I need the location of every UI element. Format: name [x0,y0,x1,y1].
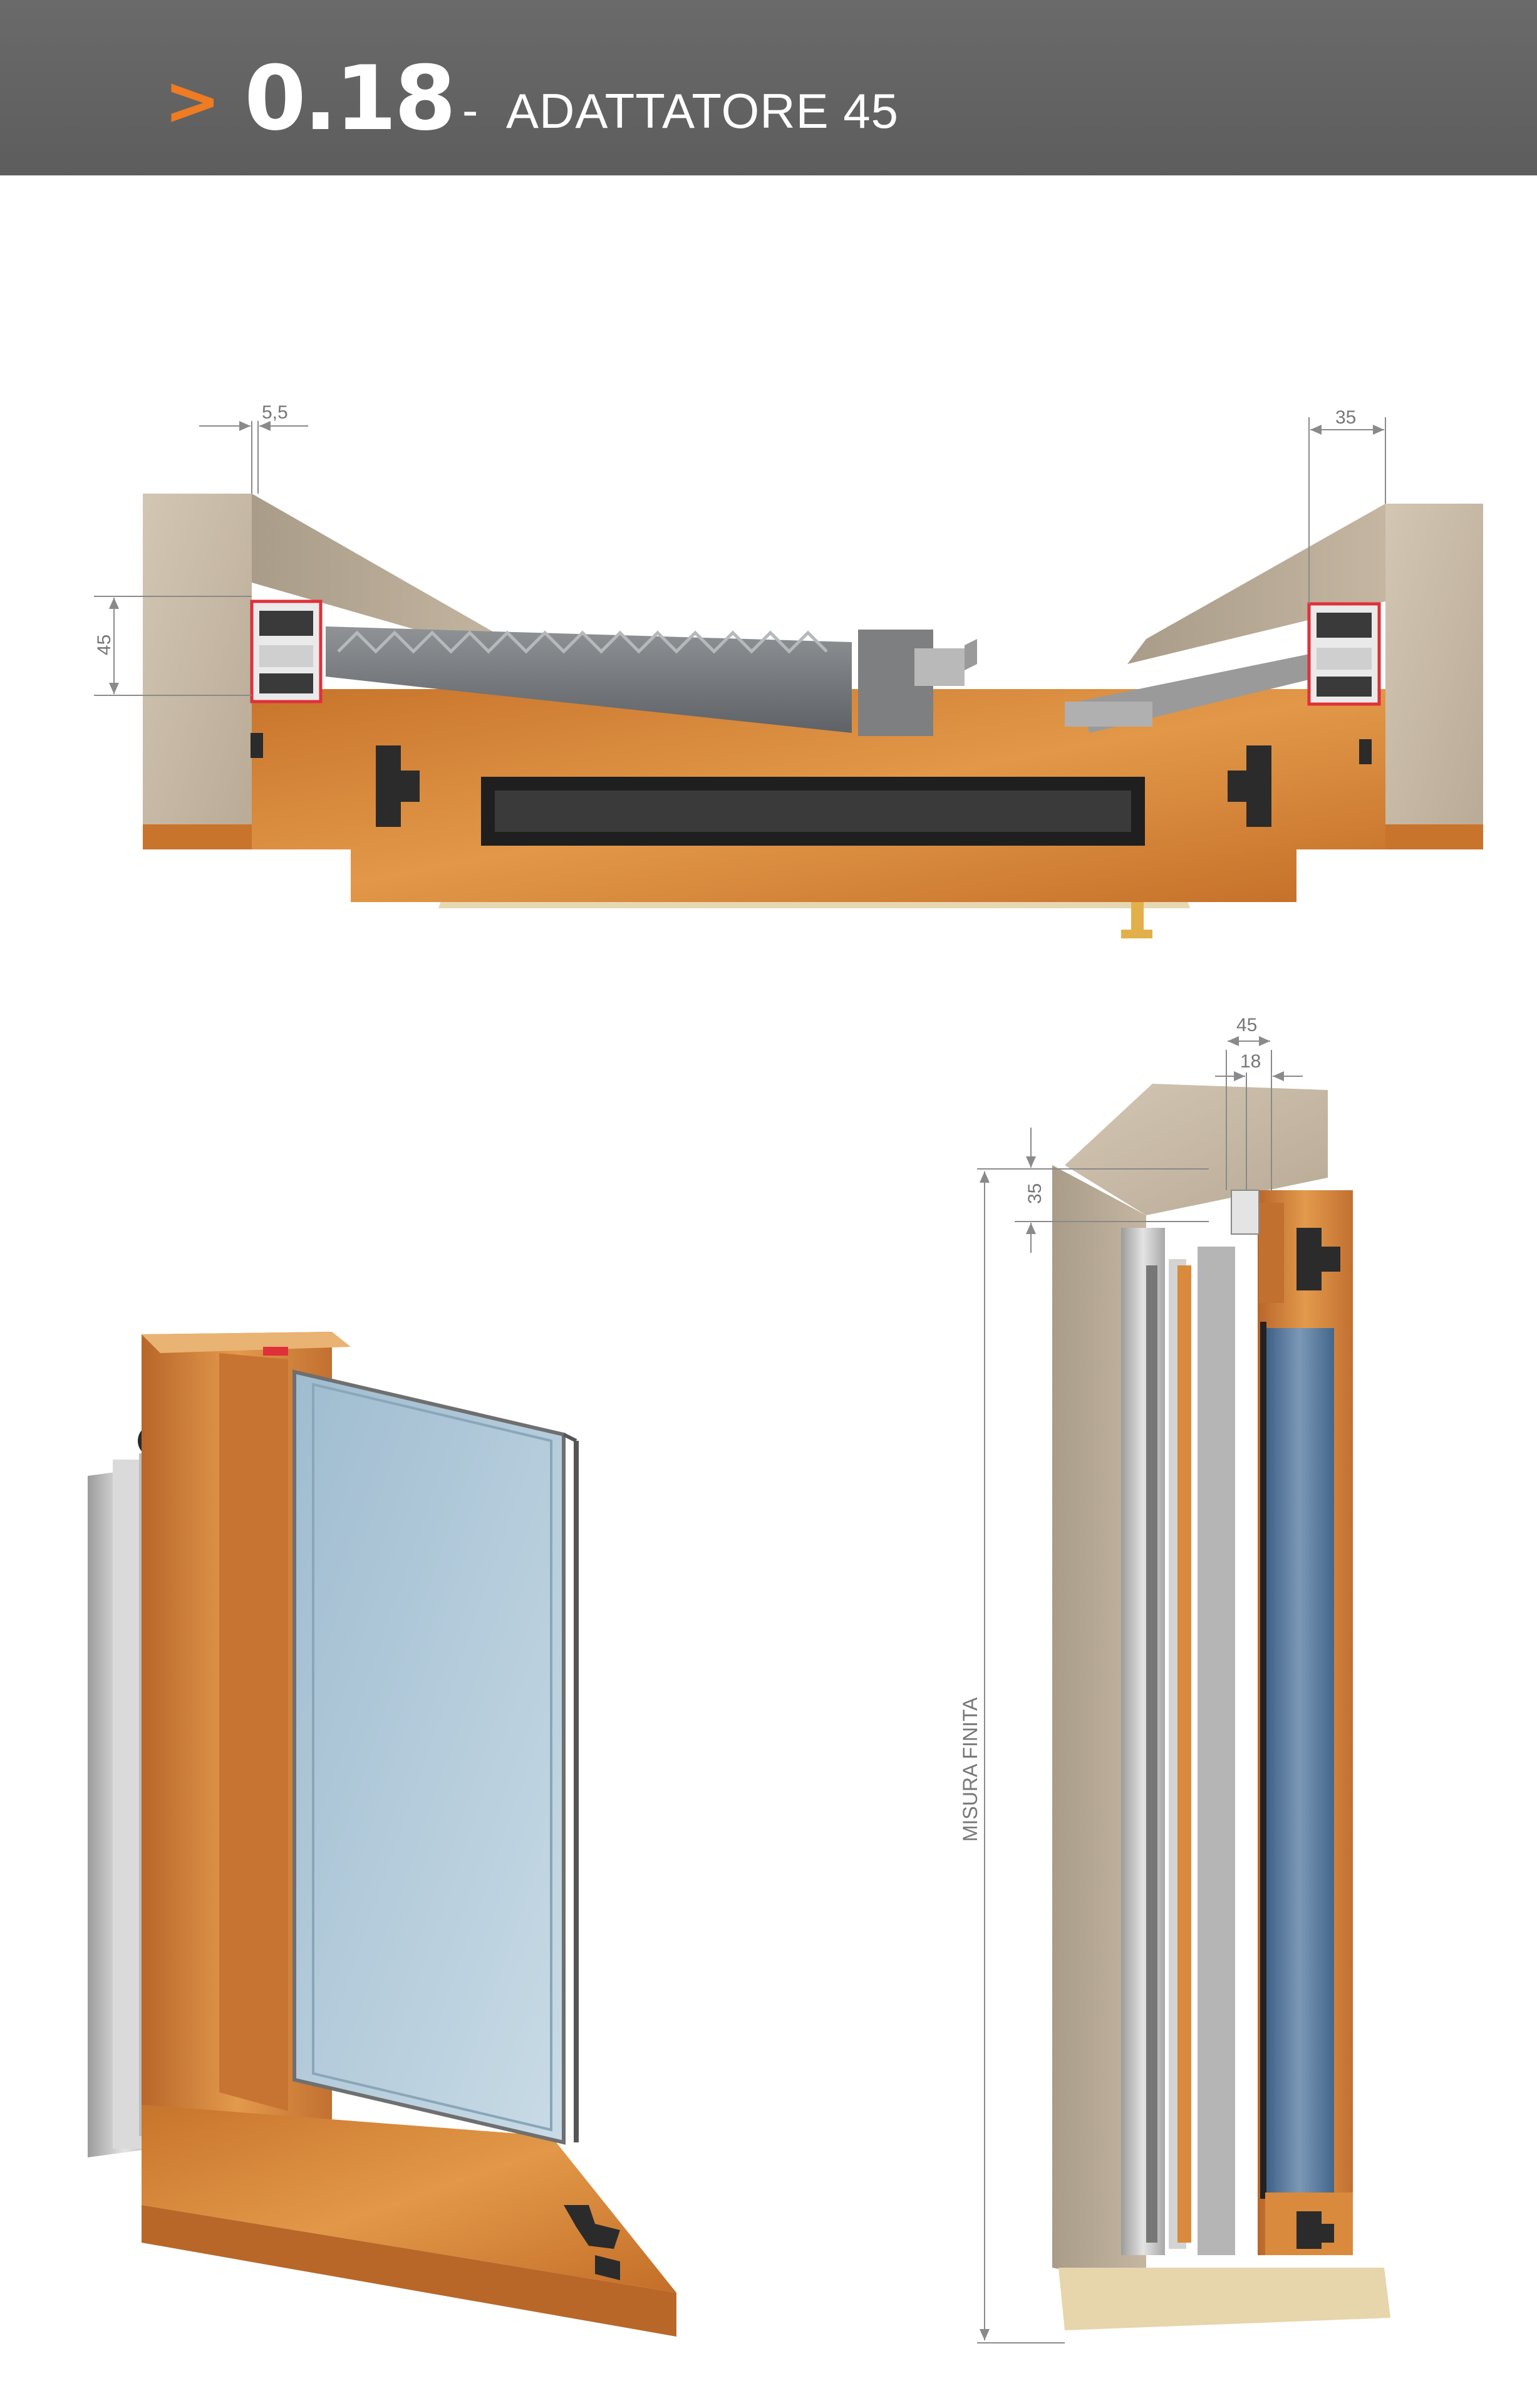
adapter-profile-left [250,599,323,703]
product-code: 0.18 [244,47,456,150]
left-wall [143,494,252,849]
right-wall [1385,504,1483,849]
dim-label-5-5: 5,5 [262,402,288,423]
dim-label-45-left: 45 [94,635,115,655]
screen-guide-rail [1121,1228,1165,2255]
sill [1058,2268,1390,2330]
dim-label-35-side: 35 [1025,1183,1045,1204]
plan-section-drawing: 5,5 35 45 [94,402,1483,938]
finished-size-label: MISURA FINITA [959,1697,981,1842]
page-title: ADATTATORE 45 [506,83,899,138]
chevron-marker: > [164,62,221,140]
dim-label-35-top: 35 [1335,407,1356,428]
dim-label-45-top: 45 [1236,1015,1257,1035]
pleated-screen [326,626,852,733]
window-corner-3d-drawing [88,1332,676,2337]
glass-pane [292,1369,566,2145]
wood-frame-rail [142,2105,676,2293]
adapter-profile-right [1307,602,1381,706]
header-bar: > 0.18 - ADATTATORE 45 [0,0,1537,175]
elevation-3d-drawing: 45 18 35 MISURA FINITA [959,1015,1390,2343]
glass-pane-side [1265,1328,1334,2193]
dim-label-18: 18 [1240,1051,1261,1072]
title-separator: - [462,84,479,137]
